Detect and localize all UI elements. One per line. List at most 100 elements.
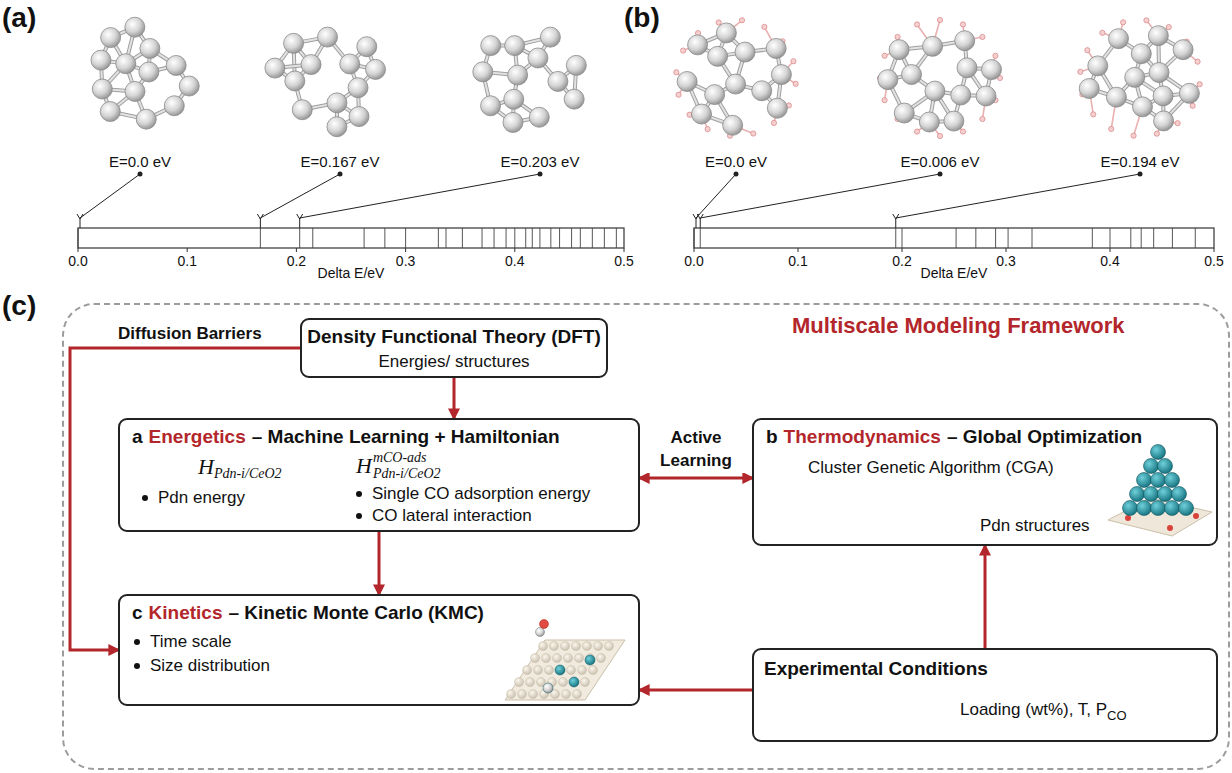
surface-atom <box>526 678 535 687</box>
level-line <box>571 228 572 248</box>
label-wrap: 0.2 <box>287 252 306 270</box>
pd-atom <box>555 665 565 675</box>
axis-label: Delta E/eV <box>318 265 385 281</box>
surface-atom <box>594 642 603 651</box>
connector-arrow <box>640 689 752 692</box>
pd-atom <box>878 70 898 90</box>
pd-atom <box>285 71 305 91</box>
oxygen-atom <box>739 18 744 23</box>
text-row: Cluster Genetic Algorithm (CGA) <box>808 458 1054 478</box>
label-wrap: 0.2 <box>892 252 911 270</box>
oxygen-atom <box>1197 82 1202 87</box>
axis-label: 0.1 <box>177 253 196 269</box>
text-row: Single CO adsorption energy <box>356 484 590 504</box>
connector-arrow <box>640 477 752 480</box>
pd-atom <box>723 115 743 135</box>
oxygen-atom <box>751 131 756 136</box>
level-line <box>975 228 976 248</box>
pd-atom <box>688 35 708 55</box>
text-row: Size distribution <box>134 656 270 676</box>
oxygen-atom <box>980 34 985 39</box>
surface-atom <box>573 690 582 699</box>
pd-atom <box>705 85 725 105</box>
text-row: Multiscale Modeling Framework <box>792 313 1125 339</box>
surface-atom <box>550 642 559 651</box>
pd-atom <box>1165 473 1180 488</box>
text-row: CO lateral interaction <box>356 506 532 526</box>
oxygen-atom <box>937 133 942 138</box>
level-line <box>514 228 515 248</box>
pd-atom <box>100 102 120 122</box>
level-line <box>482 228 483 248</box>
process-box: aEnergetics– Machine Learning + Hamilton… <box>118 418 640 532</box>
axis-tick <box>514 248 515 252</box>
oxygen-atom <box>1175 121 1180 126</box>
pd-atom <box>164 96 184 116</box>
oxygen-atom <box>895 34 900 39</box>
connector-arrow <box>378 532 381 594</box>
pd-atom <box>91 50 111 70</box>
pd-atom <box>529 107 549 127</box>
surface-atom <box>559 678 568 687</box>
oxygen-atom <box>1167 525 1173 531</box>
axis-label: 0.3 <box>396 253 415 269</box>
edge-label-text: Active Learning <box>660 428 732 470</box>
leader-line <box>80 174 140 228</box>
pd-atom <box>1148 26 1168 46</box>
pd-atom <box>348 78 368 98</box>
kmc-surface <box>505 640 625 700</box>
level-line <box>438 228 439 248</box>
level-line <box>525 228 526 248</box>
cluster-model <box>473 27 587 132</box>
leader-dot <box>538 172 543 177</box>
process-box: Density Functional Theory (DFT)Energies/… <box>300 318 608 378</box>
leader-line <box>260 174 340 228</box>
oxygen-atom <box>1144 18 1149 23</box>
axis-tick <box>798 248 799 252</box>
pd-atom <box>976 86 996 106</box>
label-wrap: (a) <box>2 2 36 34</box>
pd-atom <box>1172 487 1187 502</box>
node-text: mCO-ads <box>373 450 441 466</box>
label-wrap: 0.4 <box>1100 252 1119 270</box>
axis-tick <box>694 248 695 252</box>
level-line <box>405 228 406 248</box>
pd-atom <box>125 17 145 37</box>
oxygen-atom <box>1193 513 1199 519</box>
pd-atom <box>902 65 922 85</box>
panel-label: (a) <box>2 2 36 33</box>
level-line <box>532 228 533 248</box>
level-line <box>539 228 540 248</box>
surface-atom <box>589 666 598 675</box>
text-row: Density Functional Theory (DFT) <box>307 326 600 348</box>
axis-label: 0.2 <box>287 253 306 269</box>
bullet <box>134 663 140 669</box>
axis-tick <box>1110 248 1111 252</box>
node-text: Size distribution <box>150 656 270 676</box>
pd-atom <box>957 58 977 78</box>
oxygen-atom <box>1100 30 1105 35</box>
node-text: – Machine Learning + Hamiltonian <box>252 426 560 448</box>
surface-atom <box>583 642 592 651</box>
node-text: Cluster Genetic Algorithm (CGA) <box>808 458 1054 478</box>
pd-atom <box>1179 83 1199 103</box>
oxygen-atom <box>1125 515 1131 521</box>
surface-atom <box>578 666 587 675</box>
surface-atom <box>545 666 554 675</box>
oxygen-atom <box>882 53 887 58</box>
level-line <box>299 228 300 248</box>
leader-dot <box>138 172 143 177</box>
oxygen-atom <box>793 81 798 86</box>
surface-atom <box>518 690 527 699</box>
level-line <box>592 228 593 248</box>
pd-atom <box>1158 459 1173 474</box>
pd-atom <box>473 62 493 82</box>
connector-arrow <box>453 378 456 418</box>
energy-spectrum <box>77 172 1214 253</box>
level-line <box>700 228 701 248</box>
pd-atom <box>566 55 586 75</box>
leader-line <box>696 174 736 228</box>
level-line <box>550 228 551 248</box>
axis-label: E=0.006 eV <box>901 153 980 170</box>
pd-atom <box>284 33 304 53</box>
